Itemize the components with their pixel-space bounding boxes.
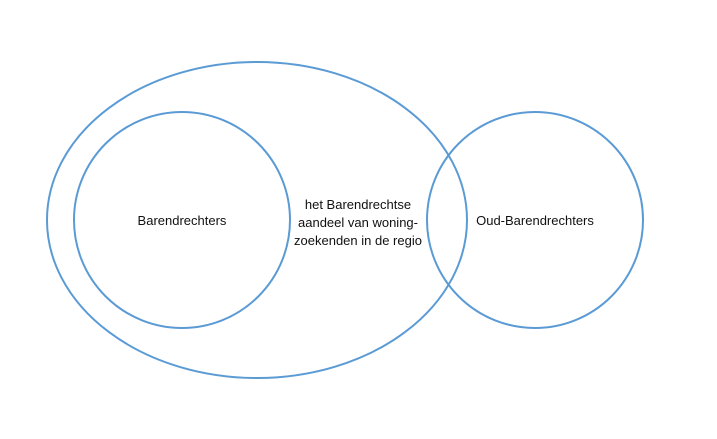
label-regional-share-line-2: aandeel van woning- [298,215,418,230]
label-regional-share-line-3: zoekenden in de regio [294,233,422,248]
inner-circle-barendrechters [73,111,291,329]
label-oud-barendrechters: Oud-Barendrechters [476,213,594,228]
outer-ellipse-regional-share [46,61,468,379]
label-regional-share-line-1: het Barendrechtse [304,197,412,212]
label-regional-share: het Barendrechtse aandeel van woning- zo… [288,196,428,250]
right-circle-oud-barendrechters [426,111,644,329]
label-barendrechters: Barendrechters [137,213,227,228]
